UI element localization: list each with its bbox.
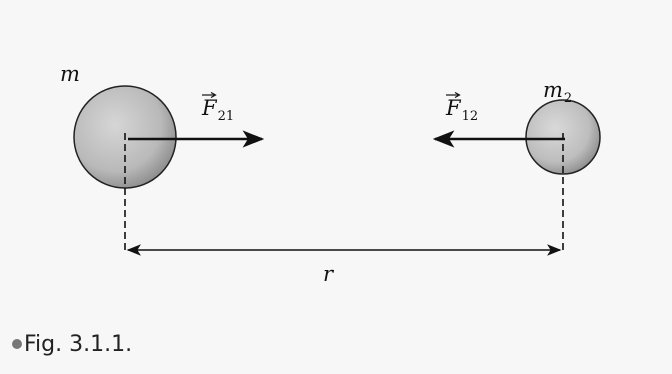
bullet-icon <box>12 339 22 349</box>
caption-text: Fig. 3.1.1. <box>24 332 133 357</box>
figure-caption: Fig. 3.1.1. <box>12 334 132 356</box>
force12-subscript: 12 <box>461 109 479 124</box>
vector-arrow-icon <box>446 91 461 99</box>
mass2-label: m2 <box>543 78 573 106</box>
force12-label: F12 <box>446 91 478 123</box>
vector-arrow-icon <box>202 91 217 99</box>
mass2-subscript: 2 <box>563 91 573 106</box>
distance-label: r <box>323 262 334 286</box>
mass1-label: m <box>60 62 80 86</box>
force21-label: F21 <box>202 91 234 123</box>
force21-subscript: 21 <box>217 109 235 124</box>
